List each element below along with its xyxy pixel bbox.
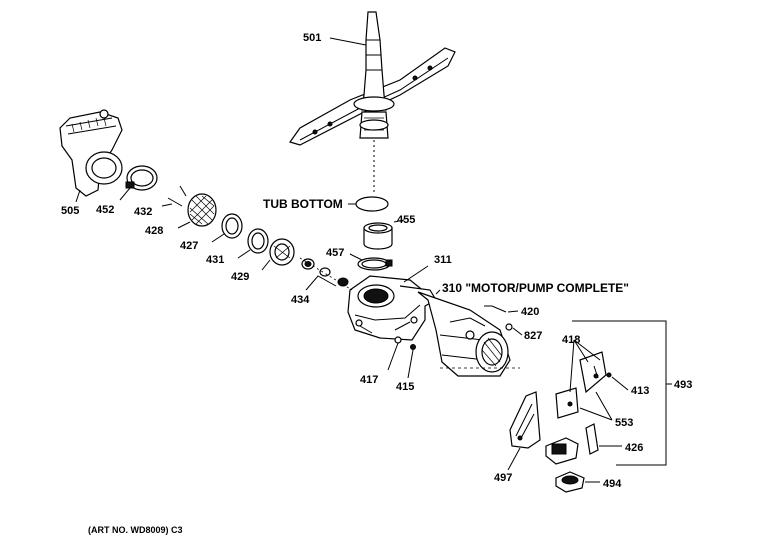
pump-housing-311 — [347, 275, 437, 341]
leader-420 — [507, 310, 519, 313]
callout-457: 457 — [326, 247, 344, 259]
leader-452 — [119, 187, 131, 201]
callout-426: 426 — [625, 442, 643, 454]
callout-413: 413 — [631, 385, 649, 397]
callout-415: 415 — [396, 381, 414, 393]
seal-455 — [363, 222, 393, 250]
screw-827 — [505, 323, 513, 331]
callout-432: 432 — [134, 206, 152, 218]
impeller-429 — [269, 238, 295, 266]
callout-428: 428 — [145, 225, 163, 237]
leader-432 — [161, 203, 173, 207]
leader-415 — [407, 349, 414, 379]
leader-417 — [387, 342, 399, 371]
tub-bottom-ring — [355, 196, 389, 212]
callout-420: 420 — [521, 306, 539, 318]
callout-418: 418 — [562, 334, 580, 346]
pin-432 — [167, 197, 183, 207]
axis-line-434 — [299, 257, 353, 291]
callout-431: 431 — [206, 254, 224, 266]
callout-455: 455 — [397, 214, 415, 226]
callout-434: 434 — [291, 294, 310, 306]
leader-418 — [569, 339, 601, 393]
callout-310: 310 "MOTOR/PUMP COMPLETE" — [442, 281, 629, 295]
ring-431 — [247, 228, 269, 254]
callout-494: 494 — [603, 478, 622, 490]
ring-427 — [221, 213, 243, 239]
washer-417 — [394, 336, 402, 344]
leader-431 — [237, 249, 251, 259]
clamp-457 — [357, 257, 393, 271]
clip-420 — [484, 305, 507, 313]
switch-assembly-418 — [555, 351, 612, 419]
callout-427: 427 — [180, 240, 198, 252]
callout-429: 429 — [231, 271, 249, 283]
callout-501: 501 — [303, 32, 321, 44]
callout-505: 505 — [61, 205, 79, 217]
drain-housing-505 — [59, 109, 123, 197]
leader-434 — [305, 275, 337, 291]
callout-452: 452 — [96, 204, 114, 216]
leader-428 — [177, 221, 191, 229]
callout-553: 553 — [615, 417, 633, 429]
callout-493: 493 — [674, 379, 692, 391]
leader-501 — [329, 37, 367, 46]
callout-tub-bottom: TUB BOTTOM — [263, 197, 343, 211]
nut-washer-434 — [301, 258, 349, 287]
motor-310 — [417, 291, 511, 377]
pin-426 — [585, 423, 599, 455]
callout-827: 827 — [524, 330, 542, 342]
leader-497 — [507, 447, 521, 471]
leader-413 — [611, 376, 629, 391]
art-number: (ART NO. WD8009) C3 — [88, 525, 183, 535]
callout-497: 497 — [494, 472, 512, 484]
callout-417: 417 — [360, 374, 378, 386]
leader-427 — [211, 233, 225, 243]
callout-311: 311 — [434, 254, 452, 266]
leader-457 — [349, 253, 363, 261]
leader-455 — [393, 219, 405, 223]
leader-827 — [512, 327, 523, 336]
leader-553 — [579, 391, 613, 421]
leader-429 — [261, 259, 271, 271]
spray-arm-501 — [289, 11, 456, 146]
group-bracket-493 — [572, 320, 667, 466]
bracket-497 — [509, 391, 579, 465]
leader-505 — [75, 189, 81, 203]
screw-415 — [410, 344, 416, 350]
leader-311 — [403, 265, 429, 283]
leader-310 — [435, 289, 441, 295]
clamp-452 — [125, 165, 158, 191]
clip-494 — [555, 471, 585, 493]
filter-screen-428 — [179, 185, 217, 227]
